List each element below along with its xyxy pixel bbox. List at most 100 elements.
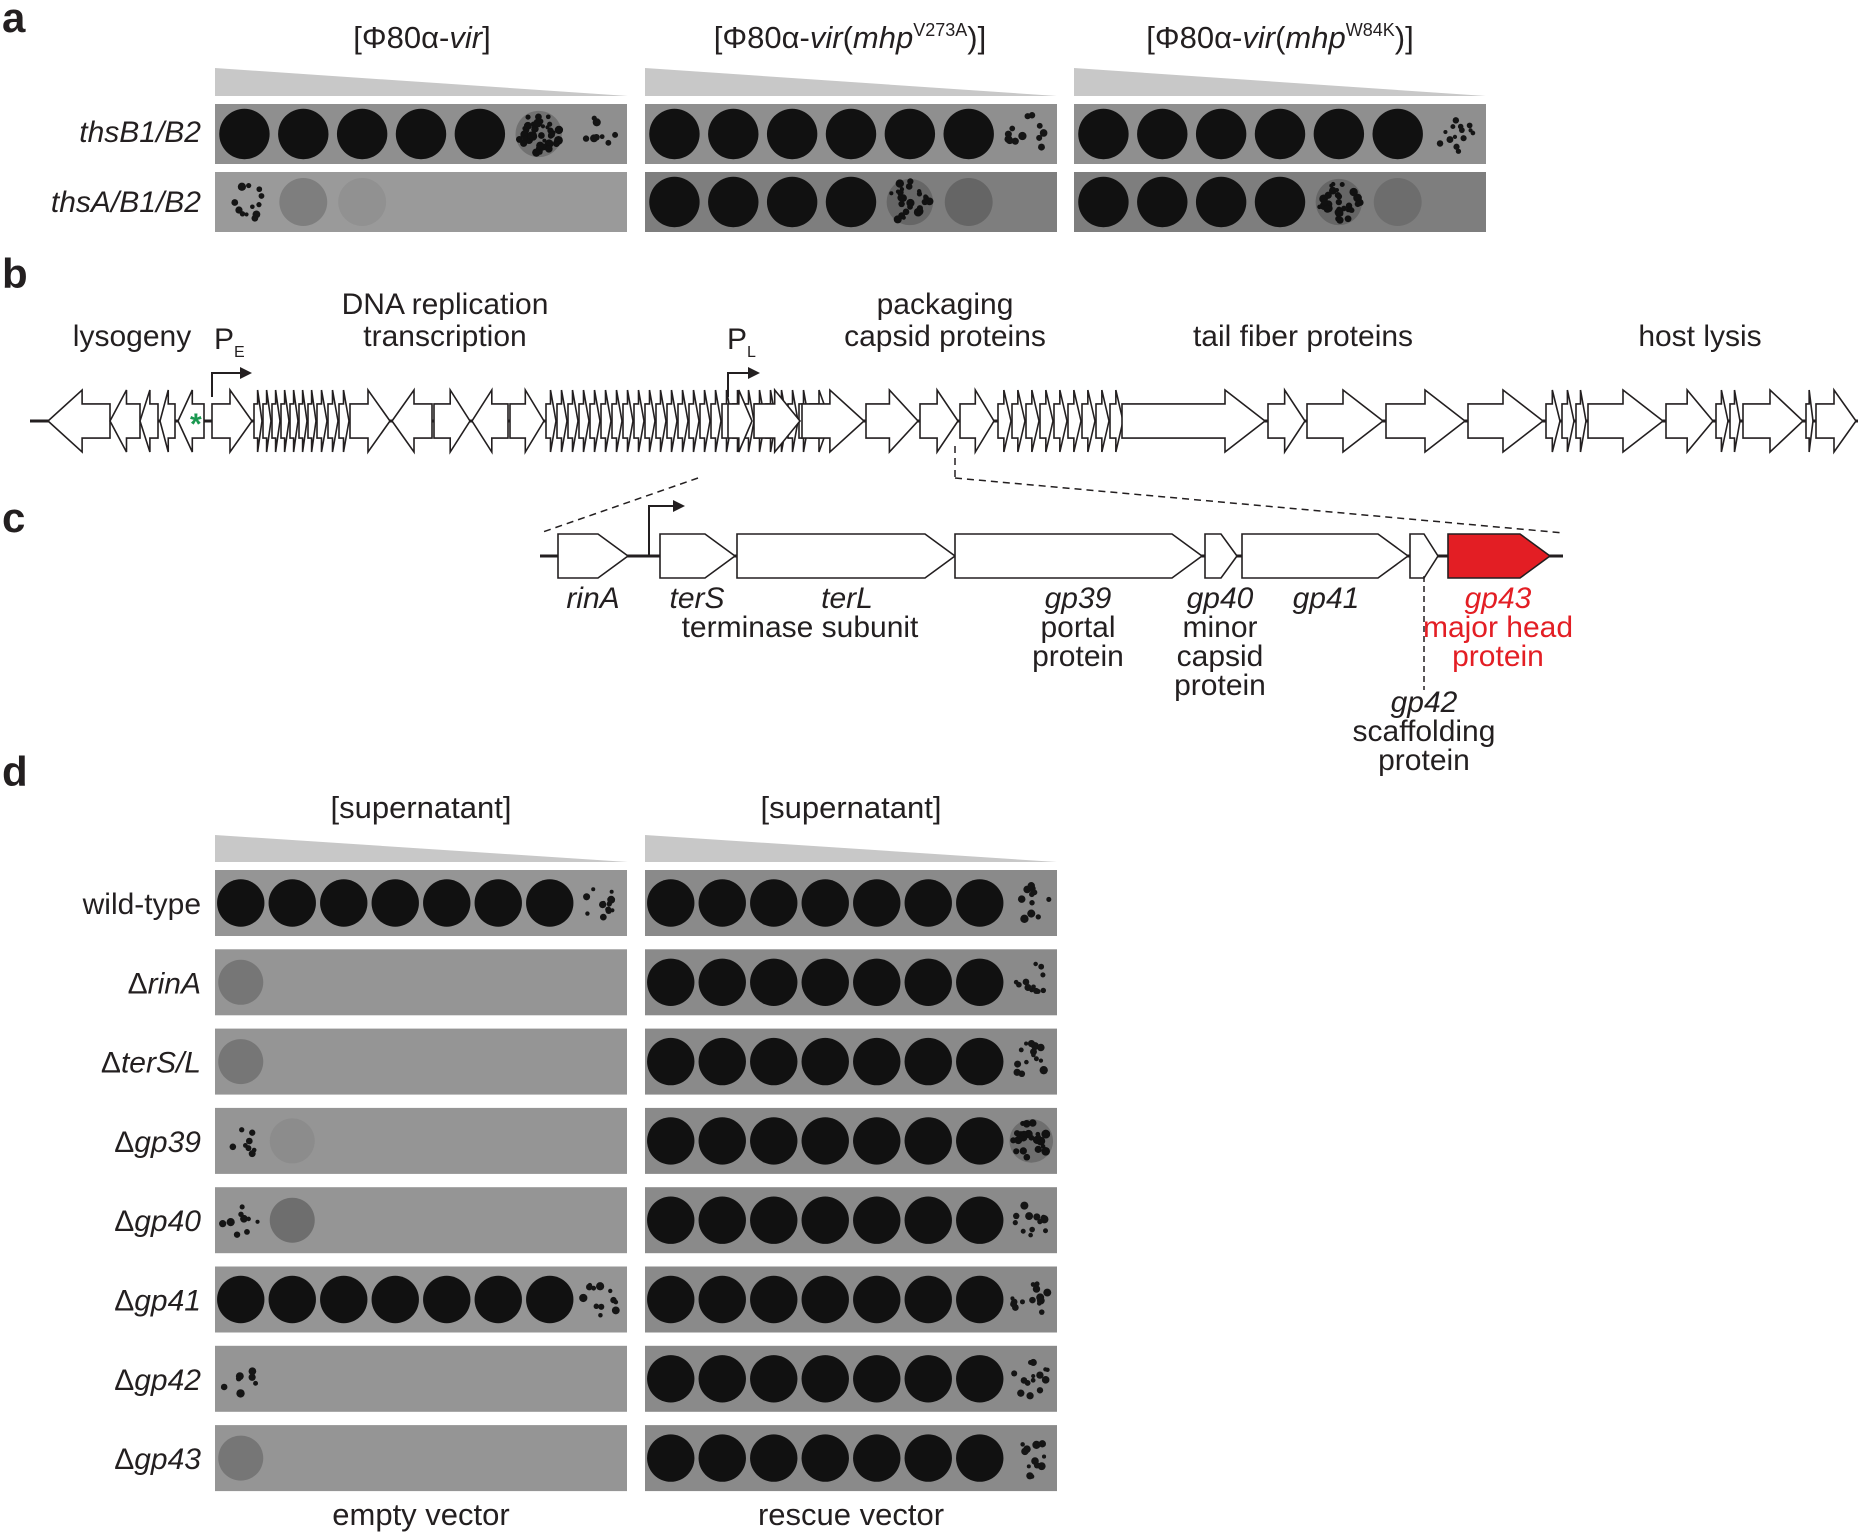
plaque-spot (268, 879, 316, 927)
dilution-wedge (645, 835, 1057, 862)
plaque-spot (647, 958, 695, 1006)
region-packaging: packaging (877, 288, 1014, 321)
plaque-spot (801, 1117, 849, 1165)
plaque-spot-partial (515, 110, 564, 158)
plate-background (215, 1107, 627, 1174)
locus-gene-arrows (557, 533, 1552, 579)
plate-background (215, 1028, 627, 1095)
dilution-wedge (215, 68, 628, 96)
genome-gene (1545, 389, 1561, 453)
genome-gene (271, 389, 281, 453)
region-transcription: transcription (363, 320, 526, 353)
plaque-spot (750, 1196, 798, 1244)
genome-gene (509, 387, 545, 455)
plaque-strip-rescue (645, 1028, 1057, 1095)
dilution-wedge (1074, 68, 1486, 96)
genome-gene (211, 387, 253, 455)
col-title-supernatant-rescue: [supernatant] (761, 790, 942, 825)
col-title-v273a: [Φ80α-vir(mhpV273A)] (714, 20, 986, 55)
plaque-spot (956, 1037, 1004, 1086)
plaque-strip (645, 172, 1057, 232)
plaque-spot (956, 1355, 1004, 1403)
plaque-spot (904, 1355, 952, 1403)
plaque-spot (526, 1275, 574, 1324)
plaque-strip (1074, 104, 1486, 164)
plaque-strip-empty (215, 1187, 627, 1254)
zoom-line-right (954, 477, 1565, 534)
plaque-spot (474, 879, 522, 927)
genome-gene (1665, 387, 1715, 455)
row-label-gp42: Δgp42 (114, 1364, 201, 1397)
gene-gp40 (1204, 533, 1238, 579)
plaque-spot (708, 176, 759, 228)
genome-gene (139, 389, 159, 453)
genome-gene (1267, 387, 1306, 455)
genome-gene (688, 389, 700, 453)
plaque-spot (423, 1275, 471, 1324)
plaque-spot (698, 1434, 746, 1482)
row-label-gp39: Δgp39 (114, 1126, 201, 1159)
genome-gene (611, 389, 623, 453)
plaque-spot (1254, 108, 1306, 160)
gene-desc-portal-2: protein (1032, 640, 1124, 673)
gene-label-gp39: gp39 (1045, 582, 1112, 615)
plaque-spot-sparse (1013, 1039, 1048, 1078)
plaque-spot-sparse (1004, 112, 1048, 151)
row-label-gp41: Δgp41 (114, 1285, 201, 1318)
row-label-thsA-B1-B2: thsA/B1/B2 (51, 186, 201, 219)
genome-gene (1815, 387, 1857, 455)
gene-rinA (557, 533, 630, 579)
plaque-spot-sparse (1020, 1440, 1047, 1480)
plaque-strip-empty (215, 1028, 627, 1095)
row-label-gp40: Δgp40 (114, 1205, 201, 1238)
plaque-spot (853, 1117, 901, 1165)
genome-gene (1561, 389, 1575, 453)
dilution-wedge (645, 68, 1057, 96)
plaque-spot-partial (886, 178, 934, 226)
genome-gene (253, 389, 263, 453)
promoter-pl-arrow (727, 367, 760, 397)
label-empty-vector: empty vector (332, 1497, 509, 1532)
plaque-spot-faint (218, 1039, 264, 1085)
panel-d-label: d (2, 748, 28, 795)
plaque-spot (750, 958, 798, 1006)
plaque-spot (649, 108, 700, 160)
genome-gene (349, 387, 391, 455)
col-title-supernatant-empty: [supernatant] (331, 790, 512, 825)
genome-gene (1039, 389, 1054, 453)
genome-gene-arrows (46, 387, 1857, 455)
genome-gene (677, 389, 689, 453)
plaque-spot (1078, 176, 1129, 228)
genome-gene (959, 387, 995, 455)
plaque-spot (750, 1117, 798, 1165)
genome-gene (633, 389, 645, 453)
plaque-spot (750, 1355, 798, 1403)
genome-gene (1025, 389, 1040, 453)
plaque-spot (750, 879, 798, 927)
row-label-rinA: ΔrinA (128, 967, 201, 1000)
plaque-spot (853, 879, 901, 927)
panel-a-column-titles: [Φ80α-vir] [Φ80α-vir(mhpV273A)] [Φ80α-vi… (353, 20, 1413, 55)
genome-gene (710, 389, 722, 453)
plaque-spot (526, 879, 574, 927)
plaque-spot (750, 1037, 798, 1086)
genome-gene (1575, 389, 1587, 453)
plaque-strip-empty (215, 949, 627, 1016)
plaque-strip-rescue (645, 1266, 1057, 1333)
row-label-gp43: Δgp43 (114, 1443, 201, 1476)
panel-b-label: b (2, 250, 28, 297)
genome-gene (316, 389, 328, 453)
plaque-spot (801, 1355, 849, 1403)
plaque-spot (853, 1434, 901, 1482)
plaque-spot-sparse (231, 182, 265, 222)
genome-gene (177, 389, 205, 453)
genome-gene (1011, 389, 1026, 453)
plaque-spot (1372, 108, 1423, 160)
plaque-spot (698, 1196, 746, 1244)
col-title-w84k: [Φ80α-vir(mhpW84K)] (1146, 20, 1413, 55)
plaque-spot-sparse (583, 887, 616, 921)
plaque-spot (825, 176, 877, 228)
green-asterisk-marker: * (190, 408, 202, 441)
genome-gene (801, 388, 866, 454)
plaque-strip (215, 172, 627, 232)
